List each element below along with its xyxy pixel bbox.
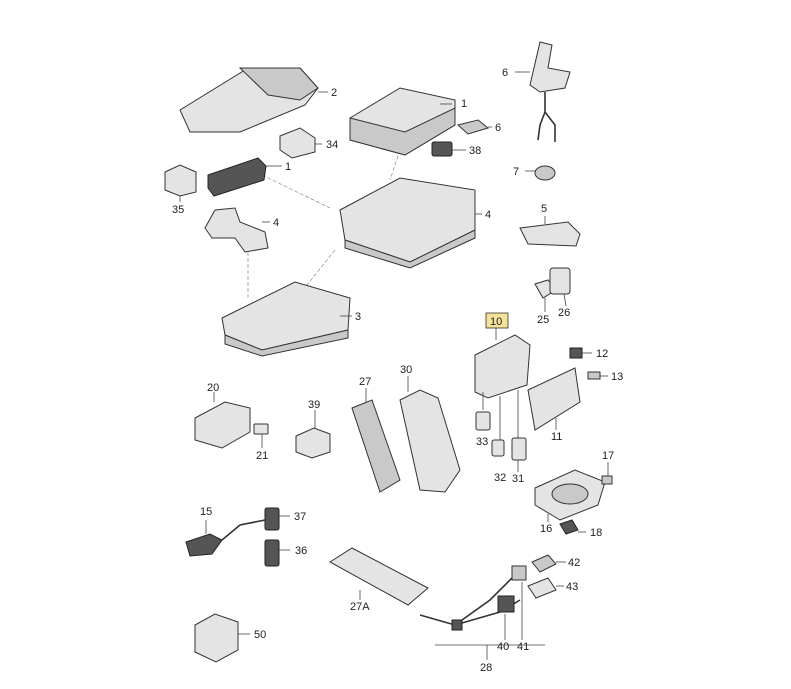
label-6b: 6 bbox=[495, 122, 501, 134]
part-32-connector bbox=[491, 439, 505, 457]
part-10-control-module bbox=[474, 328, 531, 472]
part-42-connector bbox=[531, 554, 566, 573]
part-38-bracket bbox=[431, 141, 466, 157]
label-40: 40 bbox=[497, 641, 509, 653]
part-1-control-unit bbox=[349, 87, 456, 156]
part-16-loudspeaker bbox=[534, 469, 606, 522]
label-36: 36 bbox=[295, 545, 307, 557]
part-21-cap bbox=[253, 423, 269, 448]
label-30: 30 bbox=[400, 364, 412, 376]
part-11-mounting-plate bbox=[527, 367, 581, 431]
label-13: 13 bbox=[611, 371, 623, 383]
label-7: 7 bbox=[513, 166, 519, 178]
part-15-microphone bbox=[185, 519, 266, 557]
part-28-cable-harness bbox=[419, 565, 545, 660]
part-43-connector bbox=[527, 577, 564, 599]
label-38: 38 bbox=[469, 145, 481, 157]
label-21: 21 bbox=[256, 450, 268, 462]
label-4a: 4 bbox=[273, 217, 279, 229]
part-31-connector bbox=[511, 437, 527, 461]
part-labels: 1 1 2 3 4 4 5 6 6 7 10 11 12 13 15 16 17… bbox=[172, 67, 623, 674]
part-18-clip bbox=[559, 519, 586, 535]
part-17-screw bbox=[601, 462, 613, 485]
part-7-nut bbox=[525, 165, 556, 181]
part-50-switch bbox=[194, 613, 250, 663]
part-35-plug bbox=[164, 164, 197, 202]
part-1-module bbox=[207, 157, 282, 197]
label-35: 35 bbox=[172, 204, 184, 216]
part-36-clip bbox=[264, 539, 290, 567]
label-17: 17 bbox=[602, 450, 614, 462]
part-27a-mat bbox=[329, 547, 429, 606]
label-4b: 4 bbox=[485, 209, 491, 221]
label-16: 16 bbox=[540, 523, 552, 535]
label-10: 10 bbox=[490, 316, 502, 328]
label-15: 15 bbox=[200, 506, 212, 518]
part-37-clip bbox=[264, 507, 290, 531]
label-1b: 1 bbox=[285, 161, 291, 173]
label-18: 18 bbox=[590, 527, 602, 539]
part-33-connector bbox=[475, 411, 491, 431]
part-26-trim bbox=[549, 267, 571, 307]
label-34: 34 bbox=[326, 139, 338, 151]
label-37: 37 bbox=[294, 511, 306, 523]
label-26: 26 bbox=[558, 307, 570, 319]
label-1a: 1 bbox=[461, 98, 467, 110]
assembly-line bbox=[389, 149, 401, 181]
label-5: 5 bbox=[541, 203, 547, 215]
label-41: 41 bbox=[517, 641, 529, 653]
label-39: 39 bbox=[308, 399, 320, 411]
part-4-bracket-small bbox=[204, 207, 270, 253]
label-11: 11 bbox=[551, 431, 562, 443]
part-13-screw bbox=[587, 371, 608, 380]
highlight-box-10 bbox=[485, 312, 509, 329]
label-31: 31 bbox=[512, 473, 524, 485]
part-27-phone-cradle bbox=[351, 388, 401, 493]
label-12: 12 bbox=[596, 348, 608, 360]
label-32: 32 bbox=[494, 472, 506, 484]
part-6-connector bbox=[456, 119, 492, 135]
part-12-clip bbox=[569, 347, 592, 359]
label-33: 33 bbox=[476, 436, 488, 448]
part-39-connector bbox=[295, 410, 331, 459]
part-3-base-tray bbox=[221, 281, 352, 357]
label-27: 27 bbox=[359, 376, 371, 388]
part-2-armrest-lid bbox=[179, 67, 328, 133]
part-5-cover bbox=[519, 216, 581, 247]
label-43: 43 bbox=[566, 581, 578, 593]
label-42: 42 bbox=[568, 557, 580, 569]
part-34-clip bbox=[279, 127, 322, 159]
label-25: 25 bbox=[537, 314, 549, 326]
label-27a: 27A bbox=[350, 601, 370, 613]
part-20-switch-unit bbox=[194, 392, 251, 449]
label-28: 28 bbox=[480, 662, 492, 674]
label-50: 50 bbox=[254, 629, 266, 641]
label-20: 20 bbox=[207, 382, 219, 394]
label-2: 2 bbox=[331, 87, 337, 99]
assembly-line bbox=[261, 174, 331, 209]
label-6a: 6 bbox=[502, 67, 508, 79]
part-30-holder bbox=[399, 376, 461, 493]
part-4-holder-tray bbox=[339, 177, 482, 269]
part-6-antenna bbox=[515, 41, 571, 142]
label-3: 3 bbox=[355, 311, 361, 323]
assembly-line bbox=[294, 249, 336, 301]
